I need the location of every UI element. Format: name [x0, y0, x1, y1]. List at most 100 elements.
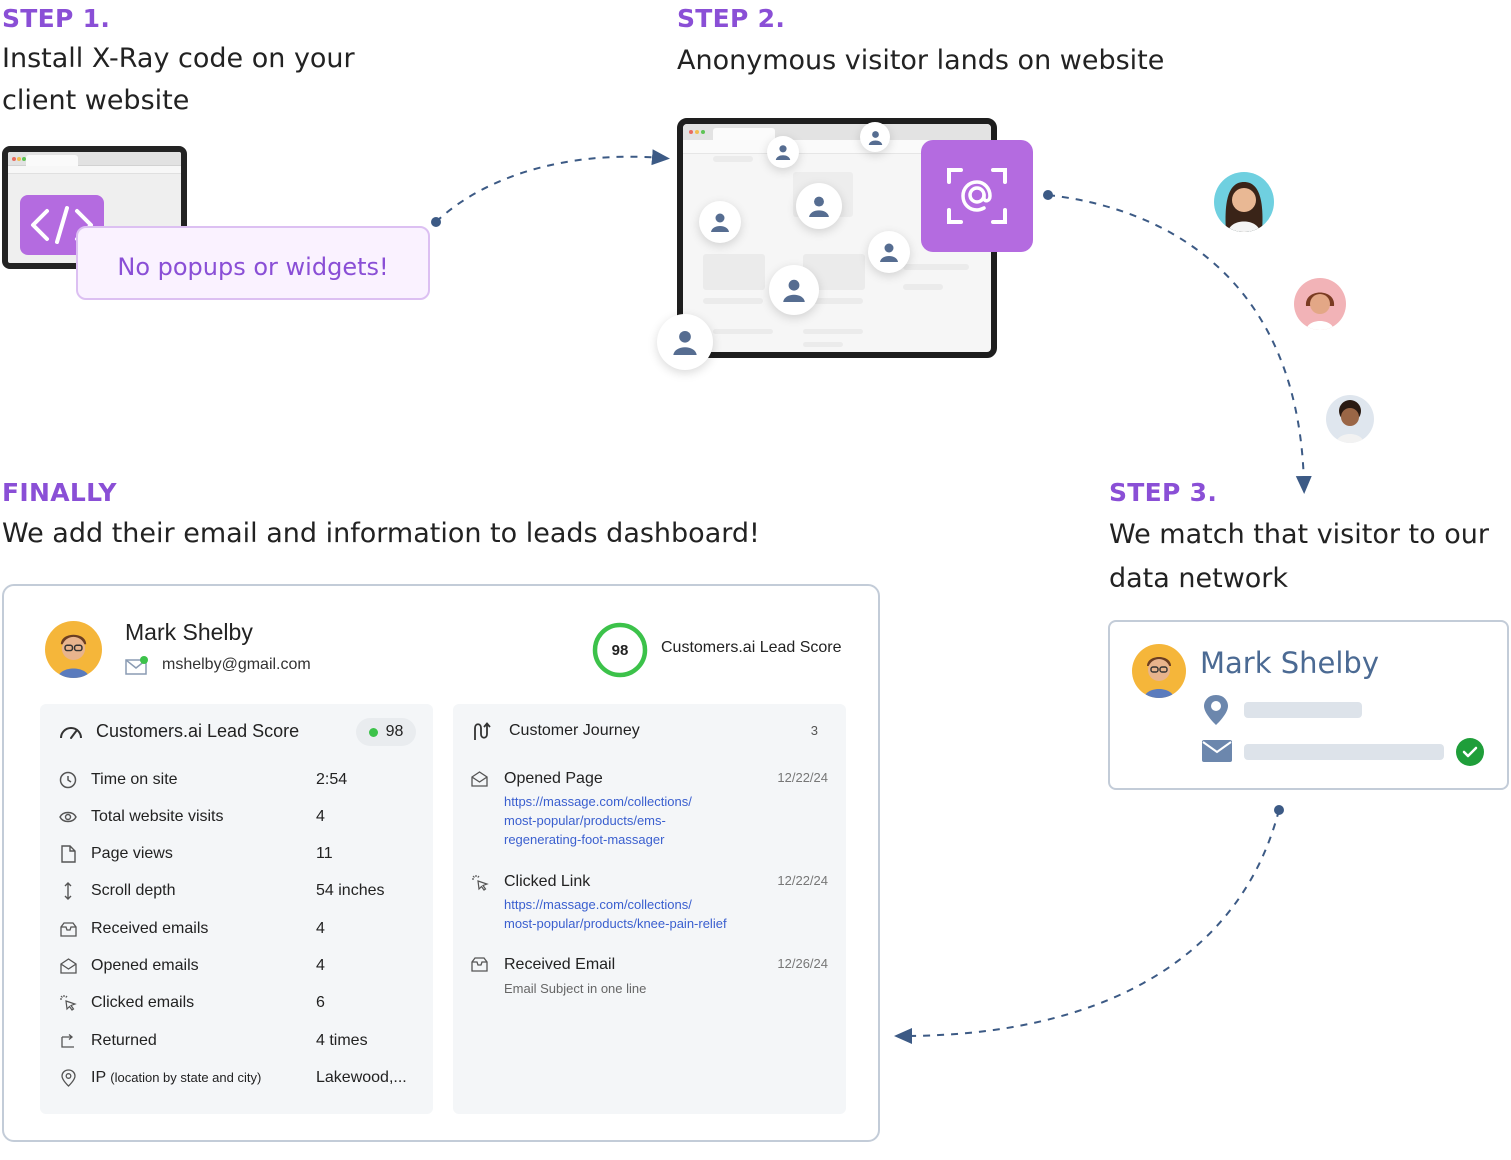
step2-label: STEP 2. — [677, 4, 786, 33]
location-icon — [58, 1068, 78, 1088]
journey-count: 3 — [810, 723, 818, 738]
step1-text: Install X-Ray code on your client websit… — [2, 38, 355, 122]
step1-text-line1: Install X-Ray code on your — [2, 43, 355, 74]
scroll-icon — [58, 881, 78, 901]
metric-row-time-on-site: Time on site 2:54 — [40, 770, 433, 807]
page-icon — [58, 844, 78, 864]
metric-row-clicked-emails: Clicked emails 6 — [40, 993, 433, 1030]
step3-text-line1: We match that visitor to our — [1109, 519, 1489, 550]
metric-value: 4 — [316, 920, 325, 937]
location-placeholder — [1244, 702, 1362, 718]
step1-label: STEP 1. — [2, 4, 111, 33]
eye-icon — [58, 807, 78, 827]
journey-item-date: 12/22/24 — [777, 770, 828, 785]
leads-dashboard-card: Mark Shelby mshelby@gmail.com 98 Custome… — [2, 584, 880, 1142]
metric-row-scroll-depth: Scroll depth 54 inches — [40, 881, 433, 918]
lead-name: Mark Shelby — [125, 619, 253, 645]
lead-score-badge: 98 — [356, 718, 416, 746]
visitor-avatar-icon — [769, 265, 819, 315]
metric-value: 54 inches — [316, 882, 385, 899]
matched-visitor-card: Mark Shelby — [1108, 620, 1509, 790]
cursor-click-icon — [471, 874, 491, 894]
journey-item-link[interactable]: https://massage.com/collections/ most-po… — [504, 794, 692, 847]
code-icon — [20, 195, 104, 255]
metric-row-total-visits: Total website visits 4 — [40, 807, 433, 844]
journey-item-subtitle: Email Subject in one line — [504, 981, 647, 996]
finally-label: FINALLY — [2, 478, 117, 507]
metric-label: Page views — [91, 845, 173, 862]
journey-path-icon — [471, 720, 493, 747]
step1-text-line2: client website — [2, 85, 190, 116]
verified-check-icon — [1456, 738, 1484, 771]
metric-label: Received emails — [91, 920, 209, 937]
visitor-avatar-icon — [699, 201, 741, 243]
person-avatar — [45, 621, 102, 678]
customer-journey-panel: Customer Journey 3 Opened Page 12/22/24 … — [453, 704, 846, 1114]
cursor-click-icon — [58, 993, 78, 1013]
finally-text: We add their email and information to le… — [2, 518, 760, 549]
visitor-avatar-icon — [796, 183, 842, 229]
email-scan-icon — [921, 140, 1033, 252]
journey-item-title: Received Email — [504, 956, 616, 973]
metric-value: 11 — [316, 845, 333, 862]
journey-item-title: Opened Page — [504, 770, 603, 787]
return-icon — [58, 1031, 78, 1051]
metric-value: 6 — [316, 994, 325, 1011]
journey-panel-title: Customer Journey — [509, 722, 640, 739]
step3-label: STEP 3. — [1109, 478, 1218, 507]
email-placeholder — [1244, 744, 1444, 760]
inbox-icon — [58, 919, 78, 939]
person-avatar — [1326, 395, 1374, 443]
metric-value: 2:54 — [316, 771, 348, 788]
lead-score-badge-value: 98 — [385, 723, 404, 740]
metric-value: 4 — [316, 808, 325, 825]
step2-text: Anonymous visitor lands on website — [677, 45, 1165, 76]
person-avatar — [1294, 278, 1346, 330]
step3-text: We match that visitor to our data networ… — [1109, 513, 1489, 601]
visitor-avatar-icon — [767, 136, 799, 168]
metric-row-received-emails: Received emails 4 — [40, 919, 433, 956]
envelope-icon — [1202, 740, 1232, 767]
lead-score-panel-title: Customers.ai Lead Score — [96, 721, 300, 741]
metric-label: Total website visits — [91, 808, 224, 825]
location-pin-icon — [1202, 694, 1230, 731]
no-popups-badge: No popups or widgets! — [76, 226, 430, 300]
person-avatar — [1132, 644, 1186, 698]
open-mail-icon — [58, 956, 78, 976]
clock-icon — [58, 770, 78, 790]
metric-label: IP — [91, 1069, 106, 1086]
step3-text-line2: data network — [1109, 563, 1289, 594]
journey-item-date: 12/22/24 — [777, 873, 828, 888]
metric-label: Opened emails — [91, 957, 199, 974]
metric-row-returned: Returned 4 times — [40, 1031, 433, 1068]
metric-label-note: (location by state and city) — [110, 1070, 262, 1085]
metric-value: 4 times — [316, 1032, 368, 1049]
visitor-avatar-icon — [860, 122, 890, 152]
journey-item-link[interactable]: https://massage.com/collections/ most-po… — [504, 897, 727, 931]
metric-value: Lakewood,... — [316, 1069, 407, 1086]
metric-row-page-views: Page views 11 — [40, 844, 433, 881]
matched-visitor-name: Mark Shelby — [1200, 646, 1379, 680]
email-verified-icon — [125, 656, 149, 681]
metric-label: Time on site — [91, 771, 178, 788]
inbox-icon — [471, 957, 491, 977]
lead-score-ring: 98 — [592, 622, 648, 678]
person-avatar — [1214, 172, 1274, 232]
journey-item-date: 12/26/24 — [777, 956, 828, 971]
status-dot-icon — [368, 727, 378, 737]
lead-email[interactable]: mshelby@gmail.com — [162, 656, 311, 673]
metric-row-opened-emails: Opened emails 4 — [40, 956, 433, 993]
lead-score-label: Customers.ai Lead Score — [661, 639, 842, 656]
lead-score-panel: Customers.ai Lead Score 98 Time on site … — [40, 704, 433, 1114]
gauge-icon — [58, 722, 84, 745]
metric-value: 4 — [316, 957, 325, 974]
visitor-avatar-icon — [868, 231, 910, 273]
open-mail-icon — [471, 771, 491, 791]
metric-label: Clicked emails — [91, 994, 195, 1011]
metric-label: Returned — [91, 1032, 157, 1049]
journey-item-title: Clicked Link — [504, 873, 591, 890]
visitor-avatar-icon — [657, 314, 713, 370]
metric-row-ip: IP (location by state and city) Lakewood… — [40, 1068, 433, 1105]
lead-score-value: 98 — [612, 642, 629, 659]
